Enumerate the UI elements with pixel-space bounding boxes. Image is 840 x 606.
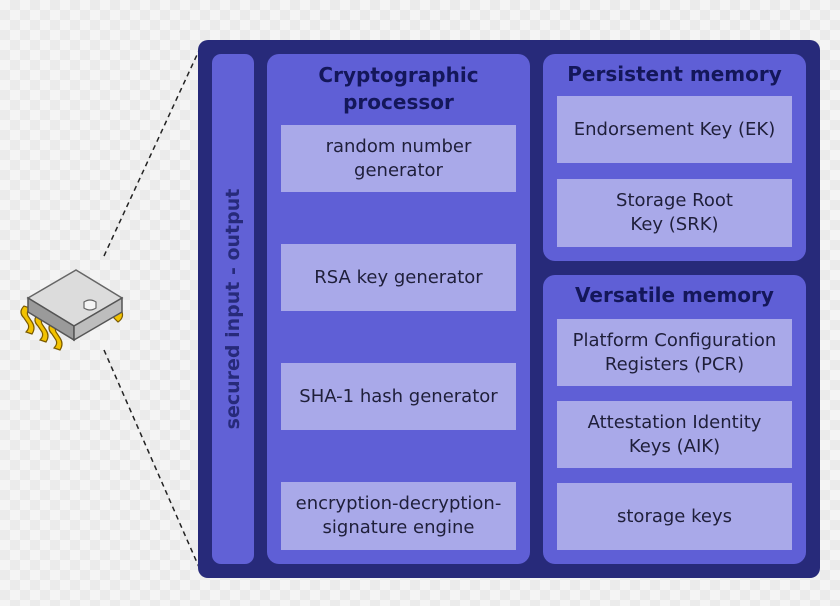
versatile-item-aik: Attestation Identity Keys (AIK) [557, 401, 792, 468]
secured-io-bar: secured input - output [212, 54, 254, 564]
secured-io-label: secured input - output [222, 188, 244, 430]
versatile-title: Versatile memory [575, 283, 774, 307]
crypto-title: Cryptographic processor [318, 63, 479, 114]
versatile-item-storage-keys: storage keys [557, 483, 792, 550]
persistent-panel: Persistent memory Endorsement Key (EK) S… [543, 54, 806, 261]
versatile-panel: Versatile memory Platform Configuration … [543, 275, 806, 564]
versatile-item-pcr: Platform Configuration Registers (PCR) [557, 319, 792, 386]
crypto-item-rsa: RSA key generator [281, 244, 516, 311]
crypto-panel: Cryptographic processor random number ge… [267, 54, 530, 564]
crypto-item-sha1: SHA-1 hash generator [281, 363, 516, 430]
crypto-item-engine: encryption-decryption- signature engine [281, 482, 516, 550]
crypto-item-rng: random number generator [281, 125, 516, 192]
persistent-item-srk: Storage Root Key (SRK) [557, 179, 792, 247]
persistent-title: Persistent memory [567, 62, 782, 86]
persistent-item-ek: Endorsement Key (EK) [557, 96, 792, 163]
chip-icon [20, 269, 124, 351]
